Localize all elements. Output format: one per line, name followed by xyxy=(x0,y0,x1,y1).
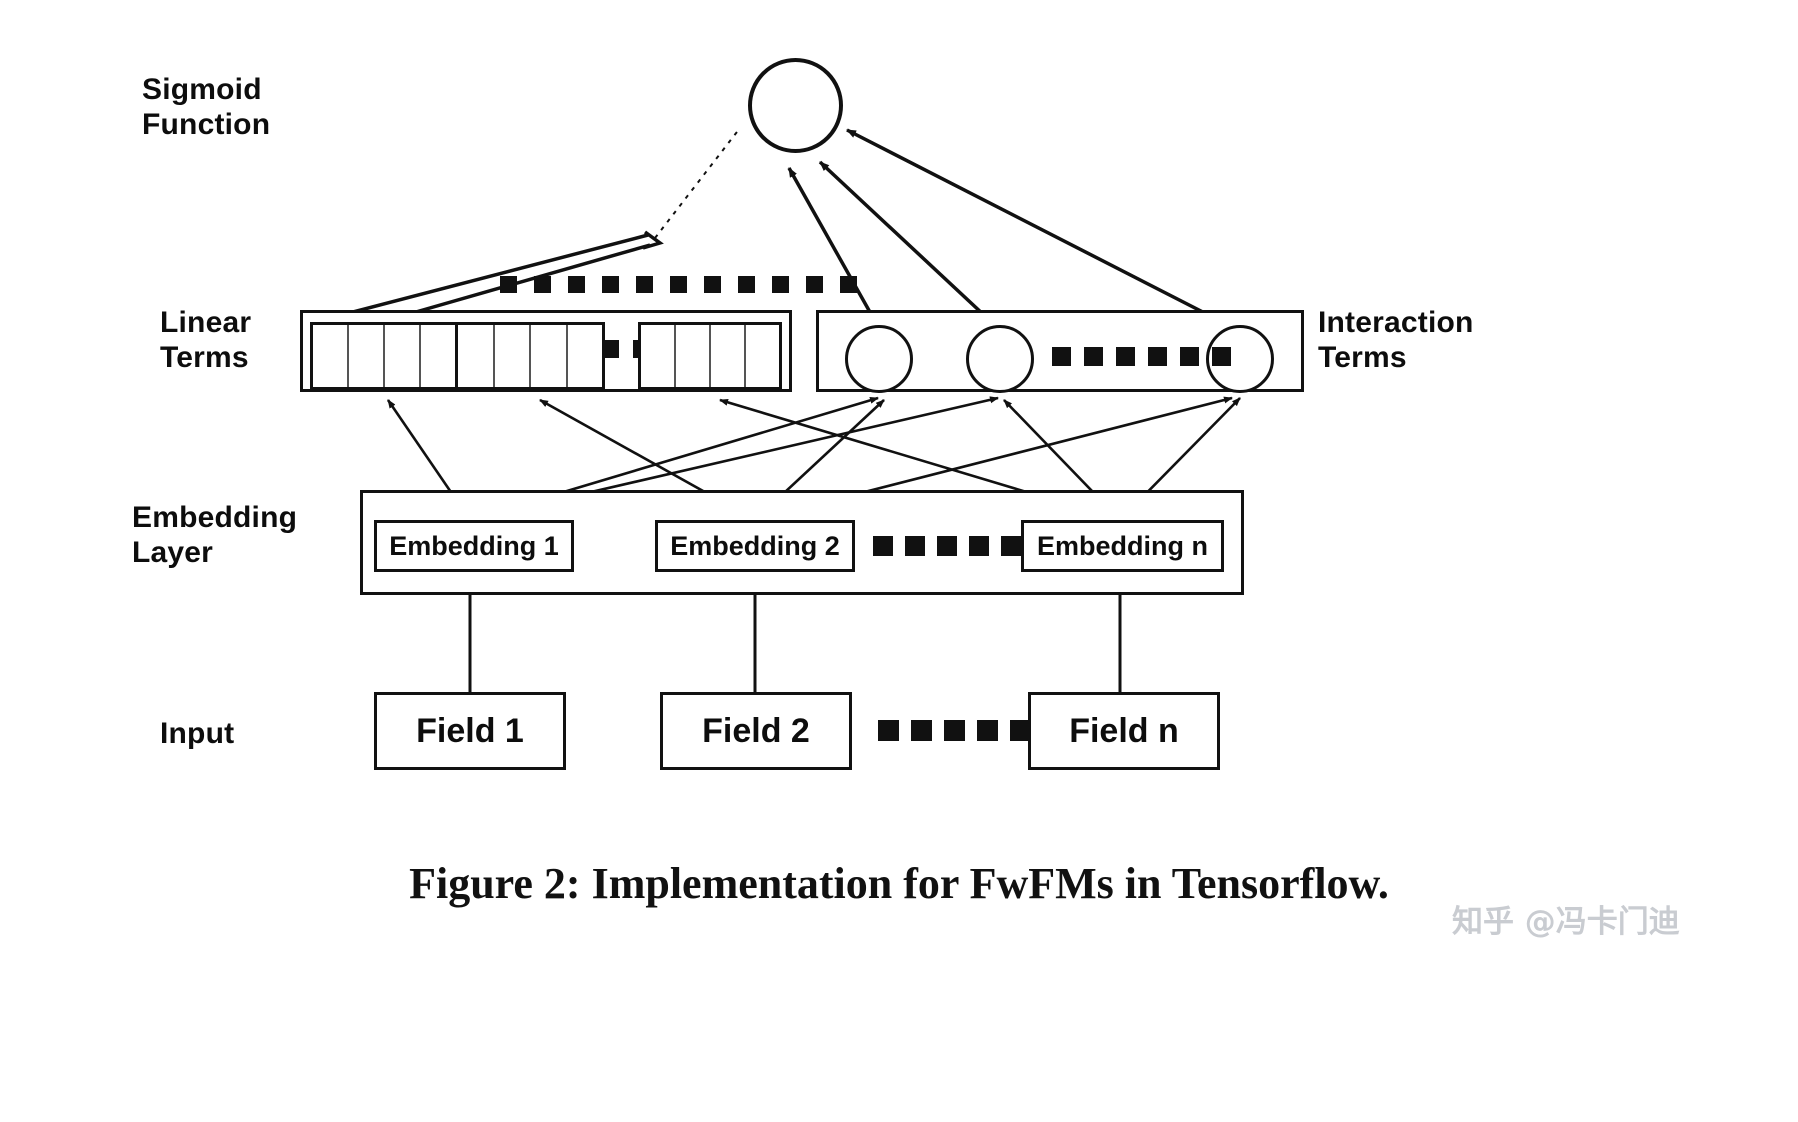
input-label-text: Input xyxy=(160,717,235,750)
sigmoid-label-line-1: Sigmoid xyxy=(142,73,262,106)
interaction-terms-label: Interaction Terms xyxy=(1318,305,1474,376)
interaction-label-line-2: Terms xyxy=(1318,341,1407,375)
interaction-term-node xyxy=(845,325,913,393)
ellipsis-interaction-terms xyxy=(1052,347,1231,366)
linear-label-line-1: Linear xyxy=(160,306,252,339)
interaction-term-node xyxy=(966,325,1034,393)
linear-term-cell xyxy=(746,325,779,387)
embedding-box-1: Embedding 1 xyxy=(374,520,574,572)
linear-terms-cell-group-3 xyxy=(638,322,782,390)
linear-term-cell xyxy=(495,325,531,387)
linear-term-cell xyxy=(676,325,711,387)
embedding-label-line-2: Layer xyxy=(132,536,214,570)
interaction-label-line-1: Interaction xyxy=(1318,306,1474,339)
linear-label-line-2: Terms xyxy=(160,341,249,375)
linear-terms-cell-group-2 xyxy=(455,322,605,390)
linear-term-cell xyxy=(711,325,746,387)
linear-terms-cell-group-1 xyxy=(310,322,458,390)
input-field-box-2: Field 2 xyxy=(660,692,852,770)
input-field-box-n: Field n xyxy=(1028,692,1220,770)
sigmoid-node xyxy=(748,58,843,153)
embedding-box-n: Embedding n xyxy=(1021,520,1224,572)
watermark: 知乎 @冯卡门迪 xyxy=(1452,904,1680,940)
figure-caption: Figure 2: Implementation for FwFMs in Te… xyxy=(409,859,1389,908)
embedding-label-line-1: Embedding xyxy=(132,501,298,534)
linear-terms-label: Linear Terms xyxy=(160,305,251,376)
linear-term-cell xyxy=(349,325,385,387)
linear-term-cell xyxy=(458,325,495,387)
linear-term-cell xyxy=(641,325,676,387)
linear-term-cell xyxy=(531,325,568,387)
sigmoid-function-label: Sigmoid Function xyxy=(142,72,270,143)
linear-term-cell xyxy=(385,325,421,387)
ellipsis-above-linear-terms xyxy=(500,276,857,293)
input-field-box-1: Field 1 xyxy=(374,692,566,770)
linear-term-cell xyxy=(313,325,349,387)
embedding-layer-label: Embedding Layer xyxy=(132,500,297,571)
linear-term-cell xyxy=(568,325,603,387)
embedding-box-2: Embedding 2 xyxy=(655,520,855,572)
sigmoid-label-line-2: Function xyxy=(142,108,271,142)
input-label: Input xyxy=(160,716,234,751)
linear-term-cell xyxy=(421,325,455,387)
